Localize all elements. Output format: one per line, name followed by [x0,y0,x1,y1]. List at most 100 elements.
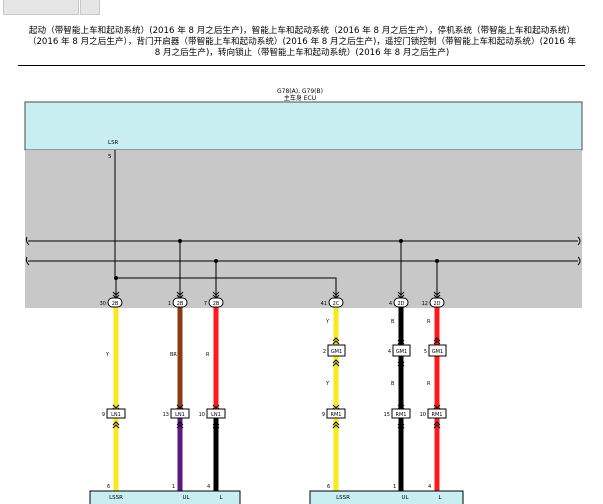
lower-connector-box [427,408,447,419]
mid-connector-name: GM1 [396,349,407,355]
bottom-pin: 1 [172,484,175,490]
lower-connectors: LN1 9 LN1 13 LN1 10 RM1 9 RM1 15 RM1 10 [102,408,447,419]
terminal-conn: 2D [397,301,404,307]
lower-connector-pin: 10 [420,412,426,418]
wire-code: R [206,352,210,358]
terminal-oval [429,297,445,308]
tab-1[interactable] [3,0,79,15]
chevron-icon [212,421,220,429]
terminal-conn: 2B [112,301,119,307]
terminal-conn: 2B [213,301,220,307]
mid-connector-box [327,344,346,357]
chevron-icon [397,359,405,367]
chevron-icon [433,337,441,345]
wire-code: R [427,319,431,325]
lower-connector-box [106,408,126,419]
lower-connector-name: RM1 [432,412,443,418]
mid-connectors: GM1 2 GM1 4 GM1 5 [323,344,447,357]
ecu-box [24,101,583,151]
wire-color-codes: Y BR R Y B R Y B R [105,319,431,387]
bottom-pin: 6 [327,484,330,490]
bottom-pin: 6 [107,484,110,490]
terminal-conn: 2D [433,301,440,307]
bottom-pin: 4 [428,484,431,490]
chevron-icon [176,421,184,429]
lower-connector-pin: 15 [384,412,390,418]
mid-connector-box [428,344,447,357]
terminal-conn: 2B [177,301,184,307]
wire-code: BR [170,352,177,358]
wire-code: B [391,381,395,387]
wire-code: Y [325,319,330,325]
terminal-oval [107,297,123,308]
terminal-pin: 30 [100,301,106,307]
mid-connector-name: GM1 [331,349,342,355]
terminal-oval [393,297,409,308]
mid-connector-pin: 5 [424,349,427,355]
mid-connector-pin: 4 [388,349,391,355]
bottom-pin: 1 [393,484,396,490]
ecu-pin-number: 5 [108,154,112,160]
lower-connector-box [206,408,226,419]
component-right: LSSR UL L [309,490,464,504]
component-left: LSSR UL L [89,490,241,504]
connector-chevrons [112,291,441,429]
lower-connector-pin: 10 [199,412,205,418]
mid-connector-box [392,344,411,357]
wiring-diagram: G78(A), G79(B) 主车身 ECU LSR 5 [24,88,583,504]
harness-terminals: 2B 30 2B 1 2B 7 2C 41 2D 4 2D 12 [100,297,445,308]
harness-area [25,150,582,308]
lower-connector-name: RM1 [331,412,342,418]
ecu-connector-label: G78(A), G79(B) [277,88,323,95]
terminal-pin: 41 [321,301,327,307]
wire-code: Y [325,381,330,387]
terminal-pin: 12 [422,301,428,307]
lower-connector-box [170,408,190,419]
chevron-icon [112,421,120,429]
chevron-icon [332,421,340,429]
chevron-icon [332,359,340,367]
chevron-icon [397,337,405,345]
chevron-icon [397,421,405,429]
title-line-3: 8 月之后生产)，转向锁止（带智能上车和起动系统）(2016 年 8 月之后生产… [154,48,450,58]
component-label: UL [401,495,409,501]
terminal-conn: 2C [333,301,340,307]
terminal-pin: 1 [168,301,171,307]
lower-connector-box [391,408,411,419]
top-tab-bar [0,0,603,16]
wire-code: Y [105,352,110,358]
wire-code: R [427,381,431,387]
lower-connector-box [326,408,346,419]
ecu-pin-signal: LSR [108,140,119,146]
lower-connector-name: LN1 [175,412,185,418]
mid-connector-pin: 2 [323,349,326,355]
lower-connector-name: LN1 [111,412,121,418]
title-line-2: （2016 年 8 月之后生产），背门开启器（带智能上车和起动系统）(2016 … [27,37,577,47]
component-label: LSSR [109,495,123,501]
title-divider [18,65,585,66]
page-title: 起动（带智能上车和起动系统）(2016 年 8 月之后生产)，智能上车和起动系统… [12,26,592,59]
tab-2[interactable] [80,0,100,15]
lower-connector-pin: 13 [163,412,169,418]
terminal-oval [208,297,224,308]
bottom-pins: 6 1 4 6 1 4 [107,484,431,490]
terminal-oval [328,297,344,308]
bus-lines [25,236,581,266]
component-label: L [219,495,223,501]
lower-connector-name: LN1 [211,412,221,418]
wire-code: B [391,319,395,325]
title-line-1: 起动（带智能上车和起动系统）(2016 年 8 月之后生产)，智能上车和起动系统… [28,26,576,36]
terminal-oval [172,297,188,308]
colored-wires [113,307,440,492]
component-label: L [438,495,442,501]
harness-junction-dots [114,239,439,280]
bottom-pin: 4 [207,484,210,490]
lower-connector-pin: 9 [102,412,105,418]
component-label: UL [182,495,190,501]
ecu-name-label: 主车身 ECU [284,94,316,102]
chevron-icon [433,421,441,429]
terminal-pin: 4 [389,301,392,307]
lower-connector-name: RM1 [396,412,407,418]
terminal-pin: 7 [204,301,207,307]
chevron-icon [332,337,340,345]
